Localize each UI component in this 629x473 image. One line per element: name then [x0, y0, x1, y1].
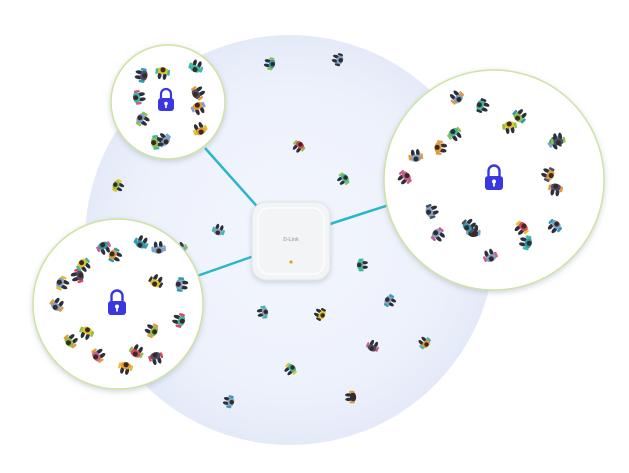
person-icon: [175, 277, 189, 292]
person-icon: [483, 248, 498, 262]
person-icon: [76, 257, 91, 272]
person-icon: [263, 57, 276, 71]
person-icon: [144, 323, 159, 339]
lock-icon: [485, 164, 503, 190]
person-icon: [519, 235, 533, 251]
person-icon: [425, 204, 439, 219]
person-icon: [132, 89, 146, 105]
person-icon: [191, 86, 206, 101]
person-icon: [449, 90, 465, 105]
person-icon: [135, 111, 150, 127]
lock-icon: [158, 87, 174, 111]
person-icon: [331, 53, 344, 67]
person-icon: [118, 361, 134, 375]
person-icon: [434, 140, 448, 155]
person-icon: [365, 339, 379, 352]
person-icon: [148, 274, 164, 288]
person-icon: [112, 179, 125, 192]
link-line-top-left: [204, 147, 263, 213]
person-icon: [151, 240, 166, 254]
person-icon: [211, 223, 225, 236]
link-line-left: [196, 254, 255, 278]
person-icon: [134, 67, 148, 83]
person-icon: [128, 344, 144, 359]
person-icon: [70, 268, 84, 284]
person-icon: [512, 109, 527, 124]
person-icon: [292, 140, 306, 153]
person-icon: [284, 362, 297, 376]
person-icon: [96, 241, 111, 255]
person-icon: [345, 390, 357, 404]
person-icon: [430, 227, 445, 242]
link-line-right: [329, 202, 393, 226]
person-icon: [150, 135, 164, 150]
person-icon: [356, 258, 368, 272]
person-icon: [514, 220, 529, 235]
person-icon: [383, 294, 397, 307]
person-icon: [49, 297, 64, 312]
person-icon: [148, 352, 164, 366]
person-icon: [192, 122, 208, 136]
person-icon: [397, 170, 412, 185]
person-icon: [408, 148, 424, 162]
person-icon: [56, 275, 70, 291]
person-icon: [108, 247, 123, 263]
person-icon: [188, 59, 204, 73]
person-icon: [476, 98, 490, 114]
access-point-device: [251, 201, 331, 281]
person-icon: [133, 235, 149, 249]
person-icon: [502, 121, 517, 135]
person-icon: [172, 313, 186, 328]
person-icon: [337, 172, 350, 185]
person-icon: [547, 218, 563, 234]
person-icon: [91, 348, 106, 363]
person-icon: [79, 326, 95, 340]
person-icon: [418, 336, 431, 350]
person-icon: [63, 334, 78, 349]
person-icon: [155, 67, 171, 80]
person-icon: [548, 183, 563, 197]
person-icon: [222, 395, 235, 409]
device-led: [289, 260, 293, 264]
person-icon: [313, 308, 326, 321]
person-icon: [461, 218, 476, 234]
person-icon: [256, 305, 269, 319]
person-icon: [190, 101, 206, 116]
lock-icon: [108, 289, 126, 315]
device-brand-label: D-Link: [283, 237, 299, 243]
person-icon: [541, 167, 555, 183]
person-icon: [447, 127, 462, 142]
person-icon: [550, 132, 566, 146]
